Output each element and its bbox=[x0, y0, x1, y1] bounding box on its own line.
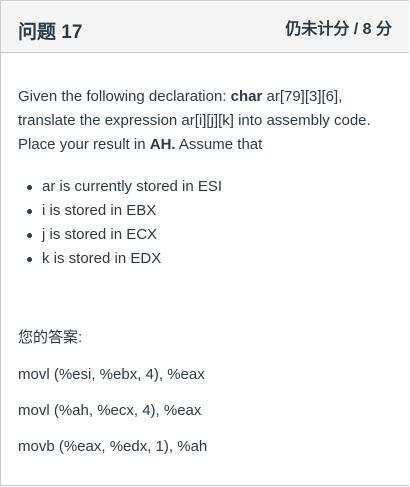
answer-line: movl (%esi, %ebx, 4), %eax bbox=[18, 366, 205, 383]
answer-line: movl (%ah, %ecx, 4), %eax bbox=[18, 402, 202, 419]
question-title: 问题 17 bbox=[18, 22, 83, 43]
question-body: Given the following declaration: char ar… bbox=[18, 85, 398, 271]
question-text-part: Given the following declaration: bbox=[18, 88, 231, 105]
question-keyword-char: char bbox=[230, 88, 263, 105]
question-keyword-ah: AH. bbox=[149, 136, 176, 153]
list-item: j is stored in ECX bbox=[27, 223, 398, 247]
question-text: Given the following declaration: char ar… bbox=[18, 85, 398, 157]
answer-line: movb (%eax, %edx, 1), %ah bbox=[18, 438, 208, 455]
list-item: i is stored in EBX bbox=[27, 199, 398, 223]
list-item: k is stored in EDX bbox=[27, 247, 398, 271]
list-item: ar is currently stored in ESI bbox=[27, 175, 398, 199]
question-text-part: ar[79][3][6], translate the expression a… bbox=[18, 88, 371, 153]
question-points: 仍未计分 / 8 分 bbox=[285, 21, 392, 38]
assumptions-list: ar is currently stored in ESI i is store… bbox=[18, 175, 398, 271]
question-header: 问题 17 仍未计分 / 8 分 bbox=[1, 1, 409, 53]
answer-label: 您的答案: bbox=[18, 329, 83, 346]
question-text-part: Assume that bbox=[175, 136, 263, 153]
